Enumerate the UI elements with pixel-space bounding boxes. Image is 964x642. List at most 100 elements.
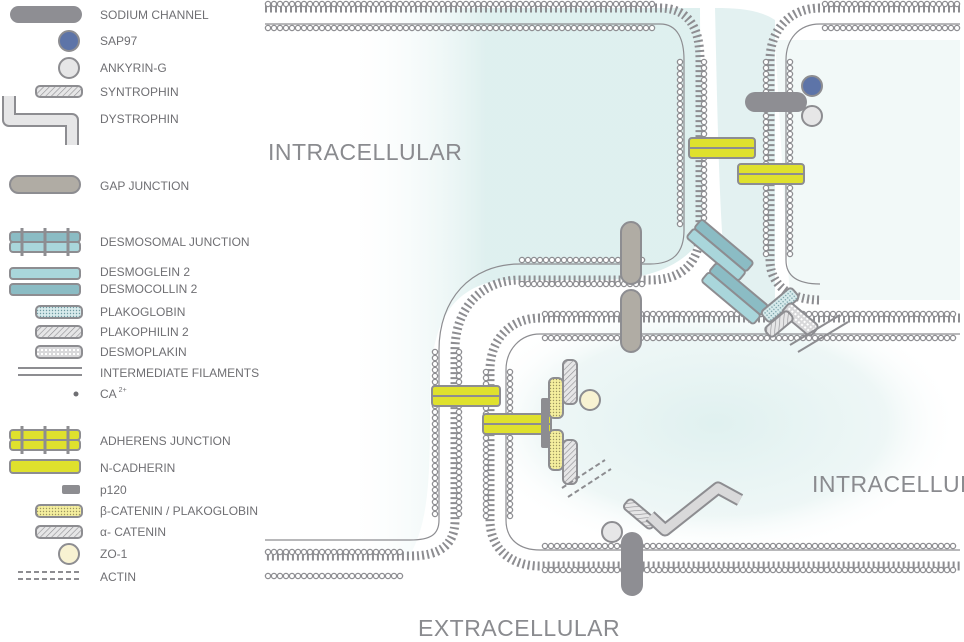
lipid-head bbox=[676, 94, 684, 102]
lipid-head bbox=[560, 280, 568, 288]
lipid-head bbox=[431, 408, 439, 416]
lipid-head bbox=[679, 566, 687, 574]
lipid-head bbox=[624, 24, 632, 32]
lipid-head bbox=[676, 58, 684, 66]
lipid-head bbox=[769, 566, 777, 574]
lipid-head bbox=[564, 24, 572, 32]
legend-plakoglobin-swatch bbox=[35, 305, 83, 319]
lipid-head bbox=[781, 542, 789, 550]
lipid-head bbox=[889, 566, 897, 574]
lipid-head bbox=[444, 0, 452, 8]
lipid-head bbox=[455, 378, 463, 386]
lipid-head bbox=[762, 190, 770, 198]
lipid-head bbox=[455, 366, 463, 374]
lipid-head bbox=[845, 0, 853, 8]
lipid-head bbox=[907, 310, 915, 318]
lipid-head bbox=[786, 76, 794, 84]
lipid-head bbox=[294, 24, 302, 32]
lipid-head bbox=[857, 0, 865, 8]
lipid-head bbox=[354, 0, 362, 8]
lipid-head bbox=[426, 24, 434, 32]
lipid-head bbox=[700, 100, 708, 108]
lipid-head bbox=[869, 0, 877, 8]
lipid-head bbox=[899, 0, 907, 8]
lipid-head bbox=[883, 334, 891, 342]
lipid-head bbox=[881, 0, 889, 8]
lipid-head bbox=[608, 256, 616, 264]
lipid-head bbox=[673, 566, 681, 574]
lipid-head bbox=[883, 542, 891, 550]
lipid-head bbox=[498, 24, 506, 32]
lipid-head bbox=[685, 542, 693, 550]
lipid-head bbox=[431, 510, 439, 518]
lipid-head bbox=[727, 542, 735, 550]
lipid-head bbox=[506, 500, 514, 508]
lipid-head bbox=[438, 24, 446, 32]
lipid-head bbox=[907, 542, 915, 550]
lipid-head bbox=[455, 438, 463, 446]
lipid-head bbox=[661, 566, 669, 574]
lipid-head bbox=[276, 0, 284, 8]
lipid-head bbox=[935, 24, 943, 32]
lipid-head bbox=[506, 434, 514, 442]
lipid-head bbox=[893, 0, 901, 8]
lipid-head bbox=[851, 0, 859, 8]
lipid-head bbox=[929, 0, 937, 8]
lipid-head bbox=[614, 280, 622, 288]
lipid-head bbox=[676, 154, 684, 162]
lipid-head bbox=[366, 24, 374, 32]
lipid-head bbox=[786, 124, 794, 132]
lipid-head bbox=[847, 334, 855, 342]
lipid-head bbox=[871, 310, 879, 318]
lipid-head bbox=[330, 572, 338, 580]
lipid-head bbox=[841, 542, 849, 550]
desmoplakin-cluster bbox=[760, 287, 849, 353]
lipid-head bbox=[700, 70, 708, 78]
lipid-head bbox=[348, 548, 356, 556]
legend: SODIUM CHANNEL SAP97 ANKYRIN-G SYNTROPHI… bbox=[2, 6, 259, 584]
lipid-head bbox=[745, 334, 753, 342]
lipid-head bbox=[919, 334, 927, 342]
lipid-head bbox=[887, 24, 895, 32]
lipid-head bbox=[431, 438, 439, 446]
lipid-head bbox=[360, 572, 368, 580]
lipid-head bbox=[700, 112, 708, 120]
legend-calcium-swatch bbox=[73, 391, 79, 397]
lipid-head bbox=[793, 542, 801, 550]
lipid-head bbox=[700, 64, 708, 72]
lipid-head bbox=[925, 334, 933, 342]
lipid-head bbox=[638, 280, 646, 288]
lipid-head bbox=[455, 414, 463, 422]
lipid-head bbox=[336, 548, 344, 556]
legend-desmocollin2: DESMOCOLLIN 2 bbox=[100, 282, 198, 296]
lipid-head bbox=[667, 334, 675, 342]
lipid-head bbox=[450, 24, 458, 32]
lipid-head bbox=[455, 456, 463, 464]
lipid-head bbox=[431, 354, 439, 362]
lipid-head bbox=[949, 542, 957, 550]
lipid-head bbox=[865, 566, 873, 574]
lipid-head bbox=[396, 548, 404, 556]
lipid-head bbox=[775, 542, 783, 550]
lipid-head bbox=[528, 24, 536, 32]
lipid-head bbox=[468, 24, 476, 32]
lipid-head bbox=[455, 420, 463, 428]
lipid-head bbox=[318, 0, 326, 8]
lipid-head bbox=[676, 178, 684, 186]
lipid-head bbox=[859, 334, 867, 342]
lipid-head bbox=[300, 548, 308, 556]
lipid-head bbox=[895, 542, 903, 550]
lipid-head bbox=[709, 310, 717, 318]
lipid-head bbox=[863, 24, 871, 32]
legend-beta-catenin: β-CATENIN / PLAKOGLOBIN bbox=[100, 504, 258, 518]
lipid-head bbox=[571, 542, 579, 550]
lipid-head bbox=[865, 334, 873, 342]
lipid-head bbox=[648, 24, 656, 32]
region-extracellular: EXTRACELLULAR bbox=[418, 615, 620, 641]
lipid-head bbox=[700, 178, 708, 186]
sodium-channel-bottom bbox=[601, 481, 744, 596]
lipid-head bbox=[547, 566, 555, 574]
legend-syntrophin: SYNTROPHIN bbox=[100, 85, 179, 99]
lipid-head bbox=[923, 0, 931, 8]
lipid-head bbox=[366, 0, 374, 8]
